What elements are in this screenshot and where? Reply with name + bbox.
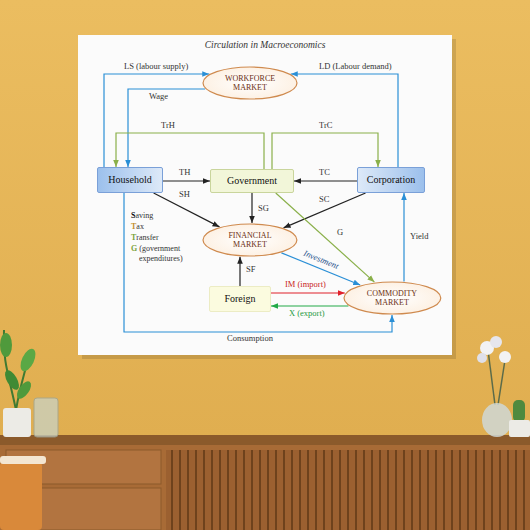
flow-arrow xyxy=(403,193,404,282)
flow-arrow xyxy=(271,305,348,306)
market-ellipse: FINANCIAL MARKET xyxy=(202,223,298,257)
flow-arrow xyxy=(104,74,209,167)
flower-vase xyxy=(477,336,512,437)
flow-label: Consumption xyxy=(226,334,274,343)
flow-arrow xyxy=(239,257,240,286)
slatted-door xyxy=(166,450,530,530)
sector-box: Corporation xyxy=(357,167,425,193)
diagram-title: Circulation in Macroeconomics xyxy=(78,40,452,50)
node-label: Foreign xyxy=(224,293,255,305)
key-label: G (government expenditures) xyxy=(131,244,213,263)
node-label: COMMODITY MARKET xyxy=(360,289,424,307)
flow-label: LS (labour supply) xyxy=(123,62,189,71)
sideboard-top xyxy=(0,435,530,445)
node-label: Corporation xyxy=(367,174,415,186)
flow-label: TrC xyxy=(318,121,333,130)
flow-label: SC xyxy=(318,195,330,204)
flow-label: LD (Labour demand) xyxy=(318,62,393,71)
wall xyxy=(0,0,530,437)
flow-label: TrH xyxy=(160,121,176,130)
flow-label: Wage xyxy=(148,92,169,101)
flow-arrow xyxy=(128,89,205,167)
flow-label: IM (import) xyxy=(284,280,327,289)
flow-label: TC xyxy=(318,168,331,177)
flow-label: Yield xyxy=(409,232,429,241)
node-label: FINANCIAL MARKET xyxy=(219,231,281,249)
slats xyxy=(172,450,524,530)
flow-arrow xyxy=(116,133,264,169)
sector-box: Household xyxy=(97,167,163,193)
cactus xyxy=(509,400,530,437)
flow-label: SG xyxy=(257,204,270,213)
flow-label: TH xyxy=(178,168,191,177)
key-label: Transfer xyxy=(131,233,159,243)
key-label: Saving xyxy=(131,211,153,221)
ellipse-shape xyxy=(203,224,297,256)
market-ellipse: COMMODITY MARKET xyxy=(343,281,442,315)
node-label: Household xyxy=(108,174,151,186)
chair xyxy=(0,462,42,530)
sector-box: Foreign xyxy=(209,286,271,312)
node-label: WORKFORCE MARKET xyxy=(219,74,281,92)
ellipse-shape xyxy=(203,67,297,99)
flow-label: X (export) xyxy=(288,309,326,318)
flow-arrow xyxy=(291,74,398,167)
flow-label: SF xyxy=(245,265,256,274)
flow-arrow xyxy=(163,180,210,181)
sector-box: Government xyxy=(210,169,294,193)
flow-arrow xyxy=(124,193,392,332)
key-label: Tax xyxy=(131,222,144,232)
plant xyxy=(0,330,39,437)
flow-label: SH xyxy=(178,190,191,199)
flow-label: G xyxy=(336,228,344,237)
flow-arrow xyxy=(271,292,345,293)
flow-arrow xyxy=(251,193,252,223)
flow-arrow xyxy=(272,133,378,169)
chair-frame xyxy=(0,456,46,464)
ellipse-shape xyxy=(344,282,441,314)
glass-vase xyxy=(34,398,58,437)
flow-arrow xyxy=(294,180,357,181)
flow-label: Investment xyxy=(301,248,341,271)
market-ellipse: WORKFORCE MARKET xyxy=(202,66,298,100)
canvas xyxy=(78,35,452,355)
node-label: Government xyxy=(227,175,277,187)
sideboard-body xyxy=(0,445,530,530)
